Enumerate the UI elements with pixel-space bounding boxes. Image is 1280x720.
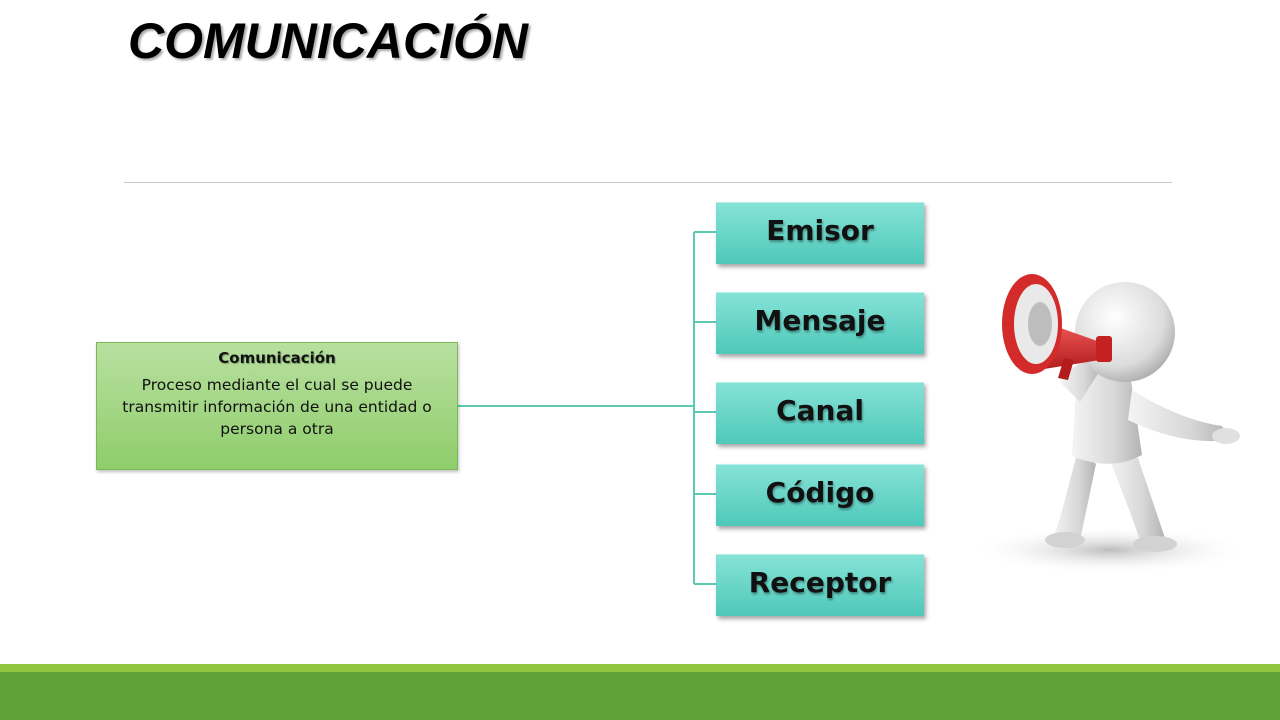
node-label: Código	[765, 476, 875, 509]
footer-band-dark	[0, 672, 1280, 720]
node-label: Emisor	[766, 214, 874, 247]
node-emisor: Emisor	[716, 202, 924, 264]
main-concept-title: Comunicación	[218, 349, 336, 367]
node-label: Receptor	[748, 566, 892, 599]
node-canal: Canal	[716, 382, 924, 444]
title-divider	[124, 182, 1172, 183]
person-with-megaphone-icon	[970, 274, 1250, 574]
node-label: Canal	[776, 394, 864, 427]
slide-title: COMUNICACIÓN	[128, 13, 528, 69]
node-label: Mensaje	[754, 304, 886, 337]
node-receptor: Receptor	[716, 554, 924, 616]
main-concept-text: Proceso mediante el cual se puede transm…	[122, 376, 432, 438]
footer-band-light	[0, 664, 1280, 672]
main-concept-box: Comunicación Proceso mediante el cual se…	[96, 342, 458, 470]
node-mensaje: Mensaje	[716, 292, 924, 354]
node-codigo: Código	[716, 464, 924, 526]
